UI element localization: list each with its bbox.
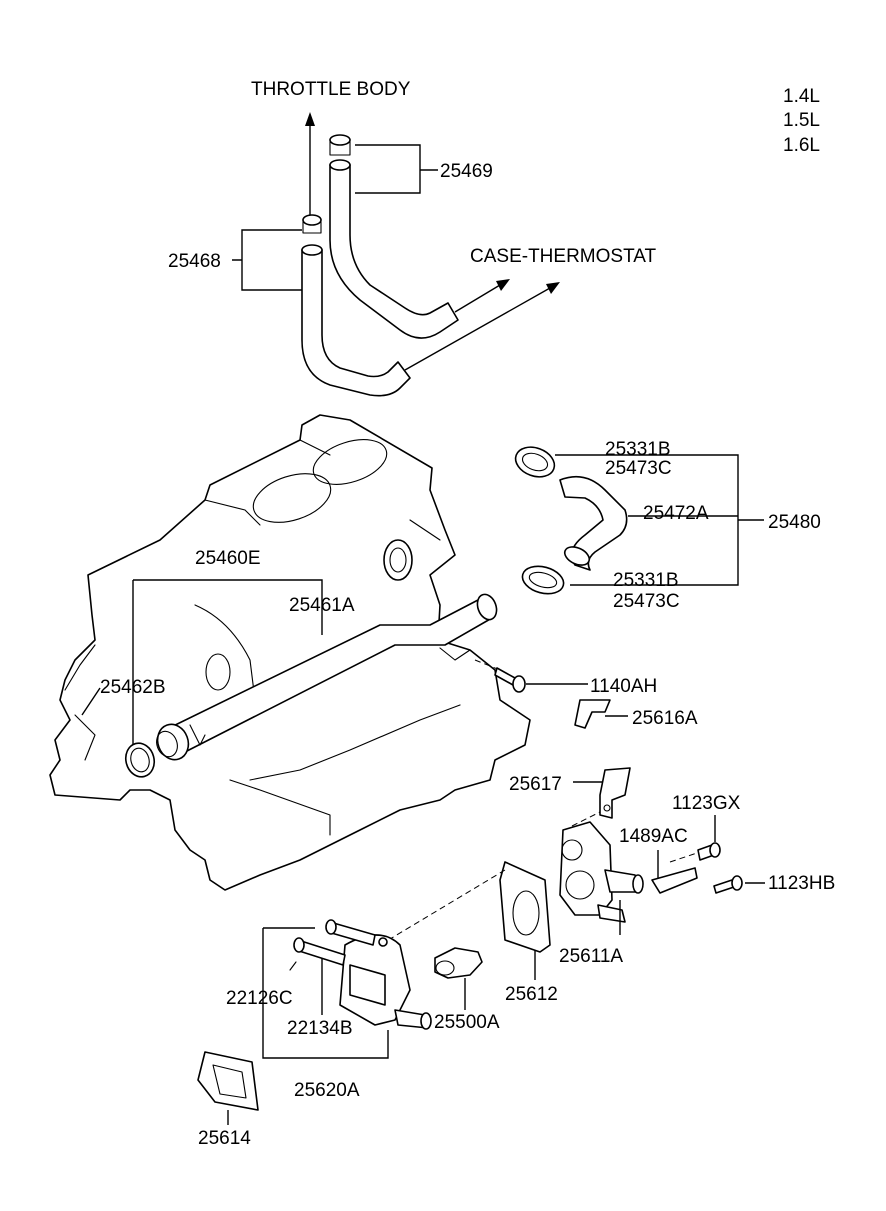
part-1140ah: 1140AH (590, 676, 657, 697)
part-25331b-bottom: 25331B (613, 570, 679, 591)
part-25468: 25468 (168, 251, 221, 272)
bolt-1123hb (713, 875, 765, 894)
part-25612: 25612 (505, 984, 558, 1005)
part-25331b-top: 25331B (605, 439, 671, 460)
part-25473c-top: 25473C (605, 458, 672, 479)
label-throttle-body: THROTTLE BODY (251, 79, 411, 100)
part-22134b: 22134B (287, 1018, 353, 1039)
engine-block (49, 414, 531, 891)
part-25461a: 25461A (289, 595, 355, 616)
bracket-25617 (573, 767, 631, 819)
arrow-throttle-body (305, 112, 315, 215)
part-22126c: 22126C (226, 988, 293, 1009)
part-25462b: 25462B (100, 677, 166, 698)
clamp-top (514, 446, 556, 478)
part-25500a: 25500A (434, 1012, 500, 1033)
leader-25480 (555, 454, 764, 586)
part-25611a: 25611A (559, 946, 623, 967)
part-25472a: 25472A (643, 503, 709, 524)
engine-variant-list: 1.4L 1.5L 1.6L (783, 86, 820, 156)
leader-25468 (232, 229, 302, 291)
part-1489ac: 1489AC (619, 826, 688, 847)
part-25614: 25614 (198, 1128, 251, 1149)
o-ring-25462b (124, 742, 156, 778)
part-1123hb: 1123HB (768, 873, 835, 894)
hose-25472a (559, 475, 628, 571)
gasket-25612 (379, 861, 551, 980)
bolt-1140ah (474, 659, 588, 693)
part-25620a: 25620A (294, 1080, 360, 1101)
bracket-1489ac (651, 850, 698, 894)
leader-25469 (355, 144, 438, 194)
part-25616a: 25616A (632, 708, 698, 729)
leader-25460e (81, 579, 323, 745)
water-inlet-25620a (262, 919, 432, 1059)
variant-1: 1.4L (783, 86, 820, 107)
part-1123gx: 1123GX (672, 793, 741, 814)
part-25469: 25469 (440, 161, 493, 182)
hose-25468 (301, 214, 411, 397)
gasket-25614 (197, 1051, 259, 1125)
arrow-case-thermostat-1 (454, 279, 510, 313)
part-25460e: 25460E (195, 548, 261, 569)
variant-3: 1.6L (783, 135, 820, 156)
part-25473c-bottom: 25473C (613, 591, 680, 612)
arrow-case-thermostat-2 (404, 282, 560, 371)
label-case-thermostat: CASE-THERMOSTAT (470, 246, 657, 267)
bracket-25616a (574, 699, 628, 729)
thermostat-25500a (434, 947, 483, 1010)
variant-2: 1.5L (783, 110, 820, 131)
clamp-bottom (521, 565, 565, 595)
part-25617: 25617 (509, 774, 562, 795)
housing-25611a (559, 811, 644, 935)
hose-25469 (329, 134, 459, 339)
part-25480: 25480 (768, 512, 821, 533)
bolt-1123gx (669, 815, 721, 863)
pipe-25461a (156, 593, 498, 761)
